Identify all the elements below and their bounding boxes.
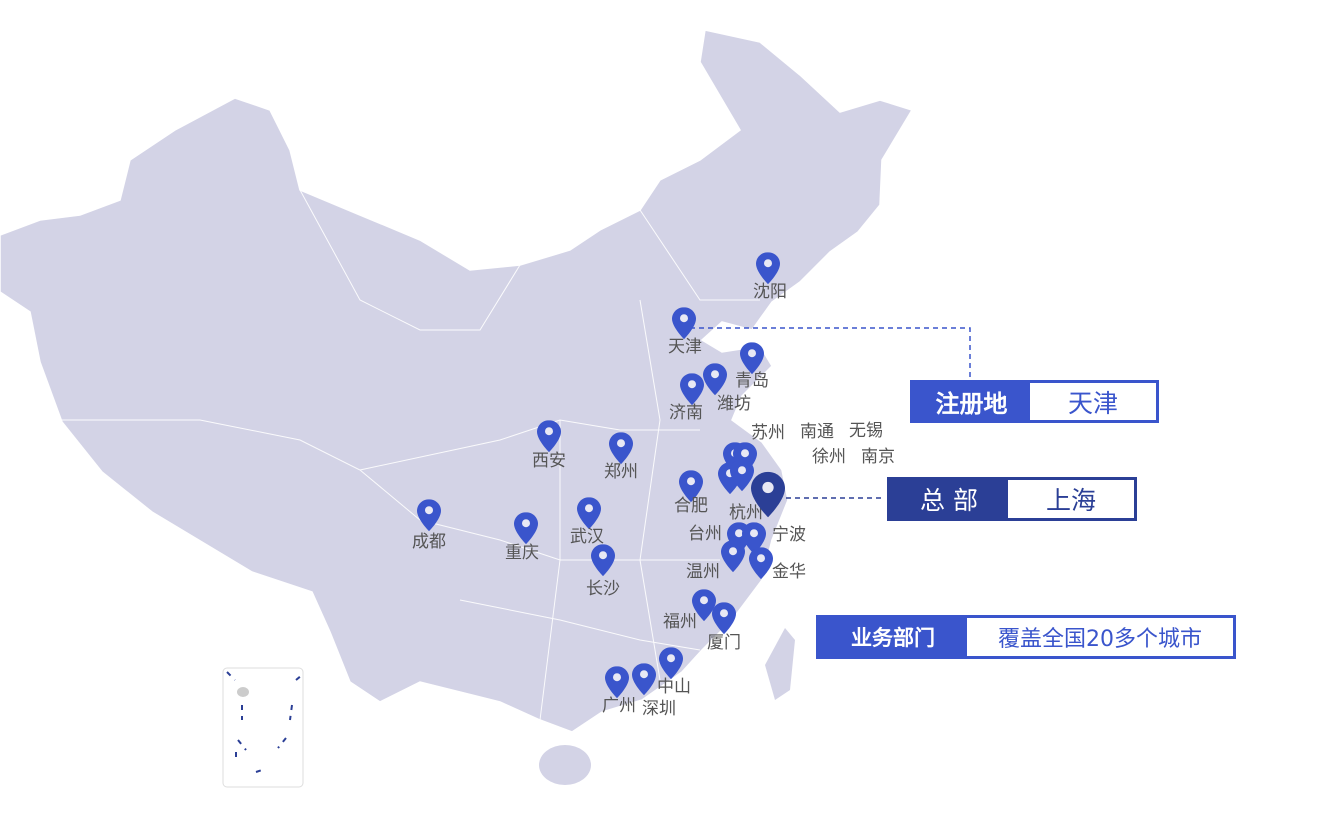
city-label: 济南: [669, 403, 703, 423]
mainland-shape: [0, 29, 914, 733]
city-label: 青岛: [735, 371, 769, 391]
map-pin-icon[interactable]: [537, 420, 561, 453]
city-label: 天津: [668, 337, 702, 357]
map-pin-icon[interactable]: [712, 602, 736, 635]
city-label: 重庆: [505, 543, 539, 563]
hq-pin-icon[interactable]: [751, 471, 785, 518]
city-label: 中山: [657, 677, 691, 697]
map-pin-icon[interactable]: [679, 470, 703, 503]
city-label: 深圳: [642, 699, 676, 719]
map-pin-icon[interactable]: [740, 342, 764, 375]
city-label: 郑州: [604, 462, 638, 482]
city-label: 台州: [688, 524, 722, 544]
city-label: 长沙: [586, 579, 620, 599]
hq-info-box: 总 部 上海: [887, 477, 1137, 521]
province-borders: [60, 189, 760, 721]
map-pin-icon[interactable]: [703, 363, 727, 396]
map-pin-icon[interactable]: [749, 547, 773, 580]
city-label: 沈阳: [753, 282, 787, 302]
map-pin-icon[interactable]: [692, 589, 716, 622]
city-label: 潍坊: [717, 394, 751, 414]
city-label: 金华: [772, 562, 806, 582]
city-label: 广州: [602, 696, 636, 716]
map-pin-icon[interactable]: [672, 307, 696, 340]
city-label: 厦门: [707, 633, 741, 653]
city-label: 苏州: [751, 423, 785, 443]
city-label: 宁波: [772, 525, 806, 545]
business-label: 业务部门: [819, 618, 967, 656]
map-pin-icon[interactable]: [591, 544, 615, 577]
city-label: 西安: [532, 451, 566, 471]
map-pin-icon[interactable]: [721, 540, 745, 573]
hainan-island: [539, 745, 591, 785]
business-value: 覆盖全国20多个城市: [998, 627, 1202, 652]
hq-value: 上海: [1045, 486, 1096, 515]
city-label: 福州: [663, 612, 697, 632]
city-label: 温州: [686, 562, 720, 582]
business-info-box: 业务部门 覆盖全国20多个城市: [816, 615, 1236, 659]
city-label: 南京: [861, 447, 895, 467]
map-pin-icon[interactable]: [417, 499, 441, 532]
registered-connector: [690, 327, 971, 380]
map-pin-icon[interactable]: [577, 497, 601, 530]
registered-label: 注册地: [913, 383, 1030, 420]
city-label: 杭州: [729, 503, 763, 523]
map-pin-icon[interactable]: [605, 666, 629, 699]
map-pin-icon[interactable]: [659, 647, 683, 680]
map-pin-icon[interactable]: [609, 432, 633, 465]
city-label: 合肥: [674, 496, 708, 516]
city-label: 武汉: [570, 527, 604, 547]
city-label: 南通: [800, 422, 834, 442]
map-pin-icon[interactable]: [730, 459, 754, 492]
hq-label: 总 部: [890, 480, 1008, 518]
city-label: 无锡: [849, 421, 883, 441]
map-pin-icon[interactable]: [514, 512, 538, 545]
registered-value: 天津: [1067, 388, 1118, 418]
taiwan-island: [765, 628, 795, 700]
south-china-sea-inset: [222, 667, 304, 788]
map-pin-icon[interactable]: [680, 373, 704, 406]
city-label: 成都: [412, 532, 446, 552]
map-pin-icon[interactable]: [632, 663, 656, 696]
map-pin-icon[interactable]: [756, 252, 780, 285]
city-label: 徐州: [812, 447, 846, 467]
registered-info-box: 注册地 天津: [910, 380, 1159, 423]
map-pin-icon[interactable]: [742, 522, 766, 555]
